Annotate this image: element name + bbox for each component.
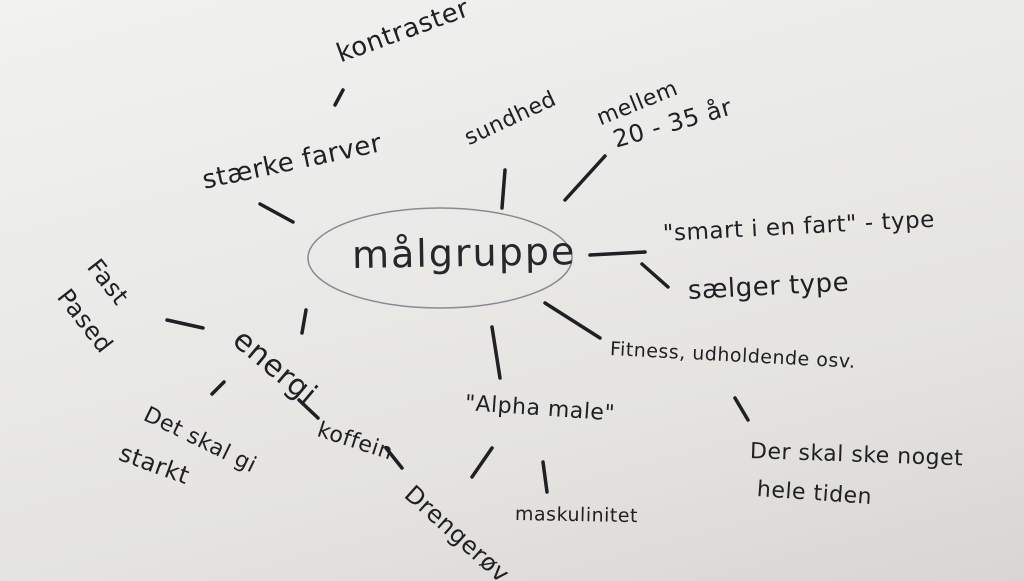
- connector-maskulinitet: [541, 460, 549, 494]
- connector-det-skal: [210, 380, 226, 396]
- connector-skal-noget: [733, 396, 750, 422]
- connector-smart: [588, 250, 647, 257]
- connector-fitness: [543, 301, 602, 340]
- connector-mellem: [563, 154, 607, 202]
- label-maskulinitet: maskulinitet: [514, 503, 639, 528]
- connector-energi: [300, 308, 308, 335]
- connector-alpha: [490, 325, 502, 380]
- connector-alpha-left: [470, 446, 494, 479]
- connector-staerke-farver: [258, 202, 295, 224]
- connector-fast: [165, 318, 205, 330]
- connector-drengerov: [384, 446, 404, 470]
- connector-kontraster: [333, 88, 345, 107]
- center-label: målgruppe: [351, 229, 577, 277]
- connector-sundhed: [500, 168, 507, 210]
- connector-saelger: [640, 262, 670, 289]
- center-oval: [307, 207, 573, 309]
- connector-koffein: [297, 398, 320, 420]
